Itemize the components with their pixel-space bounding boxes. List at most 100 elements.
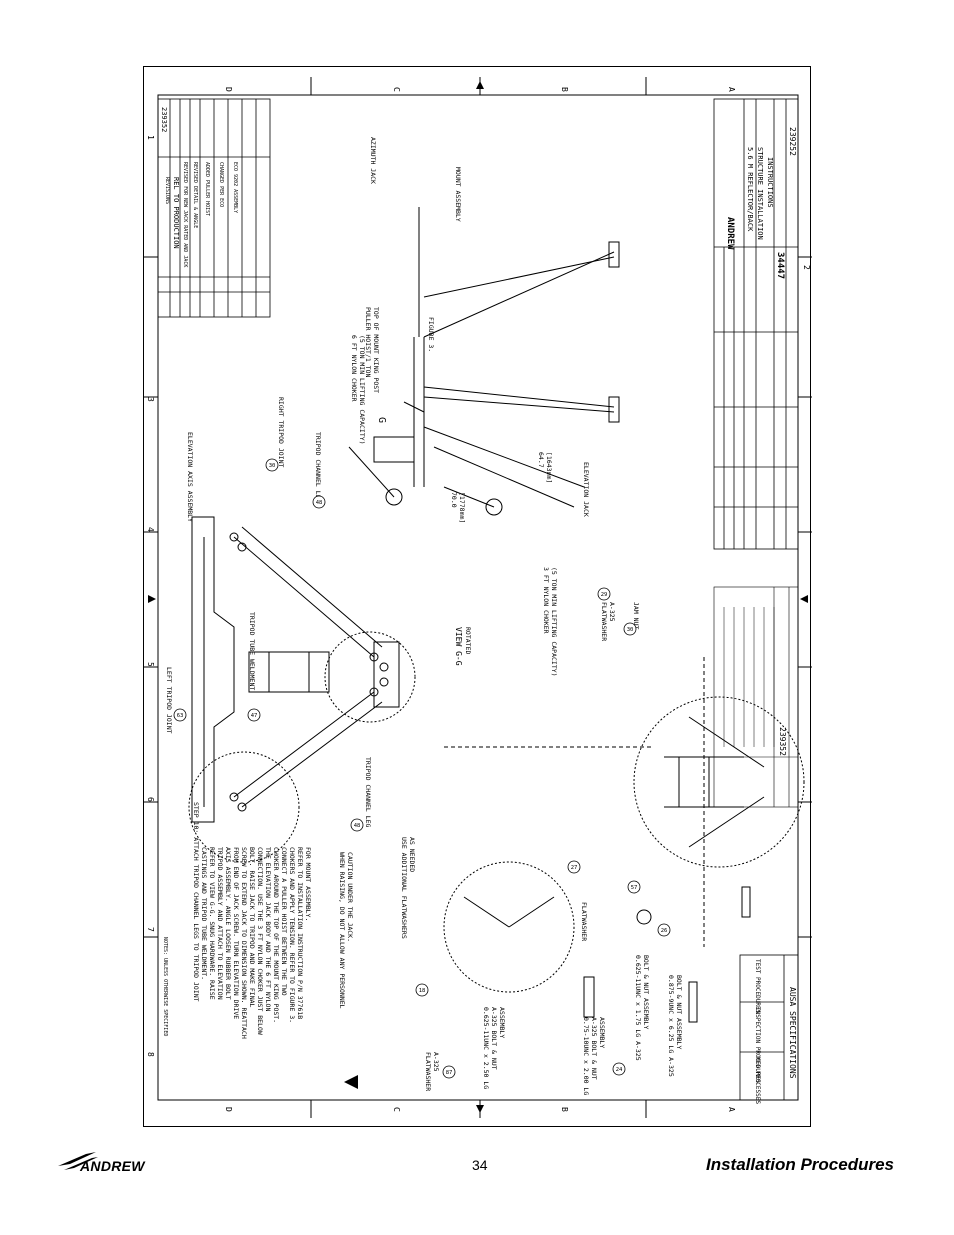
balloon-29: 29: [601, 592, 608, 598]
mount-assembly: [348, 207, 620, 516]
detail-views: [443, 657, 805, 1023]
label-dim-647: 64.7: [537, 452, 545, 468]
spec-inspection: INSPECTION PROCEDURES: [754, 1007, 761, 1083]
label-mount-assembly: MOUNT ASSEMBLY: [454, 167, 462, 222]
caution-text-2: CAUTION UNDER THE JACK.: [346, 852, 354, 942]
label-dim-647mm: [1643mm]: [545, 452, 553, 483]
drawing-sheet: D C B A D C B A 1 2 3 4 5 6 7 8 REVISION…: [143, 66, 812, 1127]
balloon-48a: 48: [316, 500, 323, 506]
revision-row-4: CHANGED PER ECO: [218, 162, 224, 207]
caution-icon: [344, 1075, 358, 1089]
revision-row-2: REVISED DETAIL & ANGLE: [192, 162, 198, 228]
label-flatwasher-87: FLATWASHER: [424, 1052, 432, 1091]
label-as-needed: AS NEEDED: [408, 837, 416, 872]
label-left-joint: LEFT TRIPOD JOINT: [165, 667, 173, 734]
label-a325-b: A-325: [432, 1052, 440, 1072]
notes-step-15: FOR MOUNT ASSEMBLY.: [304, 847, 312, 921]
notes-step-10: THE ELEVATION JACK BODY AND THE 6 FT NYL…: [264, 847, 272, 1011]
label-right-joint: RIGHT TRIPOD JOINT: [277, 397, 285, 468]
label-channel-leg-b: TRIPOD CHANNEL LEG: [364, 757, 372, 828]
label-azimuth-jack: AZIMUTH JACK: [369, 137, 377, 184]
label-a325: A-325: [608, 602, 616, 622]
notes-step-8: BOLT. RAISE JACK TO TRIPOD AND MAKE FINA…: [248, 847, 256, 1008]
title-description-3: INSTRUCTIONS: [766, 157, 774, 208]
border-letter-b-top: B: [560, 87, 569, 92]
border-letter-b-bottom: B: [560, 1107, 569, 1112]
label-elevation-axis: ELEVATION AXIS ASSEMBLY: [186, 432, 194, 522]
notes-title: NOTES: UNLESS OTHERWISE SPECIFIED: [162, 937, 168, 1036]
caution-text: WHEN RAISING, DO NOT ALLOW ANY PERSONNEL: [338, 852, 346, 1009]
label-bolt-nut-asm: BOLT & NUT ASSEMBLY: [642, 955, 650, 1029]
notes-step-13: CHOKERS AND APPLY TENSION. REFER TO FIGU…: [288, 847, 296, 1023]
andrew-swoosh-icon: [58, 1152, 98, 1170]
label-jam-nut: JAM NUT: [632, 602, 640, 629]
title-description-1: 5.6 M REFLECTOR/BACK: [746, 147, 754, 232]
title-description-2: STRUCTURE INSTALLATION: [756, 147, 764, 240]
label-flatwasher-29: FLATWASHER: [600, 602, 608, 641]
engineering-drawing: D C B A D C B A 1 2 3 4 5 6 7 8 REVISION…: [144, 77, 812, 1118]
border-number-2: 2: [802, 265, 811, 270]
revision-row-3: ADDED PULLER HOIST: [204, 162, 210, 216]
label-nylon-3: 3 FT NYLON CHOKER: [542, 567, 550, 634]
balloon-57: 57: [631, 885, 638, 891]
border-letter-d-bottom: D: [224, 1107, 233, 1112]
balloon-30b: 30: [627, 627, 634, 633]
balloon-63: 63: [177, 713, 184, 719]
balloon-18: 18: [419, 988, 426, 994]
revision-row-5: ECO 9202 ASSEMBLY: [232, 162, 238, 213]
revision-row-1: REVISED FOR NEW JACK RATED AND JACK: [182, 162, 188, 267]
label-bolt-625-250: 0.625-11UNC x 2.50 LG: [482, 1007, 490, 1089]
label-puller-hoist: PULLER HOIST/1 TON: [364, 307, 372, 378]
label-nylon-6b: (5 TON MIN LIFTING CAPACITY): [358, 335, 366, 445]
label-channel-leg-a: TRIPOD CHANNEL LEG: [314, 432, 322, 503]
label-assembly: ASSEMBLY: [498, 1007, 506, 1038]
border-letter-c-bottom: C: [392, 1107, 401, 1112]
notes-step-2: CASTINGS AND TRIPOD TUBE WELDMENT.: [200, 847, 208, 980]
spec-mfg: MFG PROCESSES: [754, 1057, 761, 1104]
notes-step-6: FROM END OF JACK SCREW. TURN ELEVATION D…: [232, 847, 240, 1019]
title-company: ANDREW: [725, 217, 735, 250]
tripod-assembly: [188, 516, 416, 863]
label-dim-70: 70.0: [450, 492, 458, 508]
ref-number: 239352: [778, 727, 787, 756]
label-view-gg: VIEW G-G: [454, 627, 463, 666]
border-number-5: 5: [146, 662, 155, 667]
spec-header: AUSA SPECIFICATIONS: [788, 987, 797, 1079]
title-block: [713, 98, 799, 550]
label-bolt-875: 0.875-9UNC x 6.25 LG A-325: [667, 975, 675, 1077]
balloons: [173, 458, 671, 1079]
label-flatwasher-27: FLATWASHER: [580, 902, 588, 941]
title-dwg-number: 239252: [788, 127, 797, 156]
notes-step-3: REFER TO VIEW G-G. SNUG HARDWARE. RAISE: [208, 847, 216, 1000]
balloon-47: 47: [251, 713, 258, 719]
title-sheet: 34447: [775, 252, 785, 279]
page-number: 34: [472, 1157, 488, 1173]
label-dim-70mm: [1778mm]: [458, 492, 466, 523]
notes-step-7: SCREW TO EXTEND JACK TO DIMENSION SHOWN.…: [240, 847, 248, 1039]
andrew-logo: ANDREW: [56, 1146, 168, 1176]
notes-step-1: STEP 10: ATTACH TRIPOD CHANNEL LEGS TO T…: [192, 802, 200, 1002]
label-elevation-jack: ELEVATION JACK: [582, 462, 590, 517]
balloon-30a: 30: [269, 463, 276, 469]
border-letter-a-bottom: A: [727, 1107, 736, 1112]
label-bolt-a325: A-325 BOLT & NUT: [490, 1007, 498, 1070]
label-top-king-post: TOP OF MOUNT KING POST: [372, 307, 380, 393]
label-tube-weldment: TRIPOD TUBE WELDMENT: [248, 612, 256, 690]
border-letter-a-top: A: [727, 87, 736, 92]
border-number-6: 6: [146, 797, 155, 802]
notes-step-5: AXIS ASSEMBLY. ANGLE LOOSEN RUBBER BOLT: [224, 847, 232, 1000]
spec-test: TEST PROCEDURES: [754, 959, 761, 1014]
notes-step-12: CONNECT A PULLER HOIST BETWEEN THE TWO: [280, 847, 288, 996]
brand-name: ANDREW: [80, 1158, 145, 1174]
notes-step-11: CHOKER AROUND THE TOP OF THE MOUNT KING …: [272, 847, 280, 1023]
balloon-27: 27: [571, 865, 578, 871]
border-number-4: 4: [146, 527, 155, 532]
label-nylon-6: 6 FT NYLON CHOKER: [350, 335, 358, 402]
notes-step-4: TRIPOD ASSEMBLY AND ATTACH TO ELEVATION: [216, 847, 224, 1000]
border-number-1: 1: [146, 135, 155, 140]
label-use-flatwashers: USE ADDITIONAL FLATWASHERS: [400, 837, 408, 939]
label-bolt-625-175: 0.625-11UNC x 1.75 LG A-325: [634, 955, 642, 1061]
label-bolt-nut-asm-2: BOLT & NUT ASSEMBLY: [675, 975, 683, 1049]
balloon-26: 26: [661, 928, 668, 934]
label-assembly-2: ASSEMBLY: [598, 1017, 606, 1048]
